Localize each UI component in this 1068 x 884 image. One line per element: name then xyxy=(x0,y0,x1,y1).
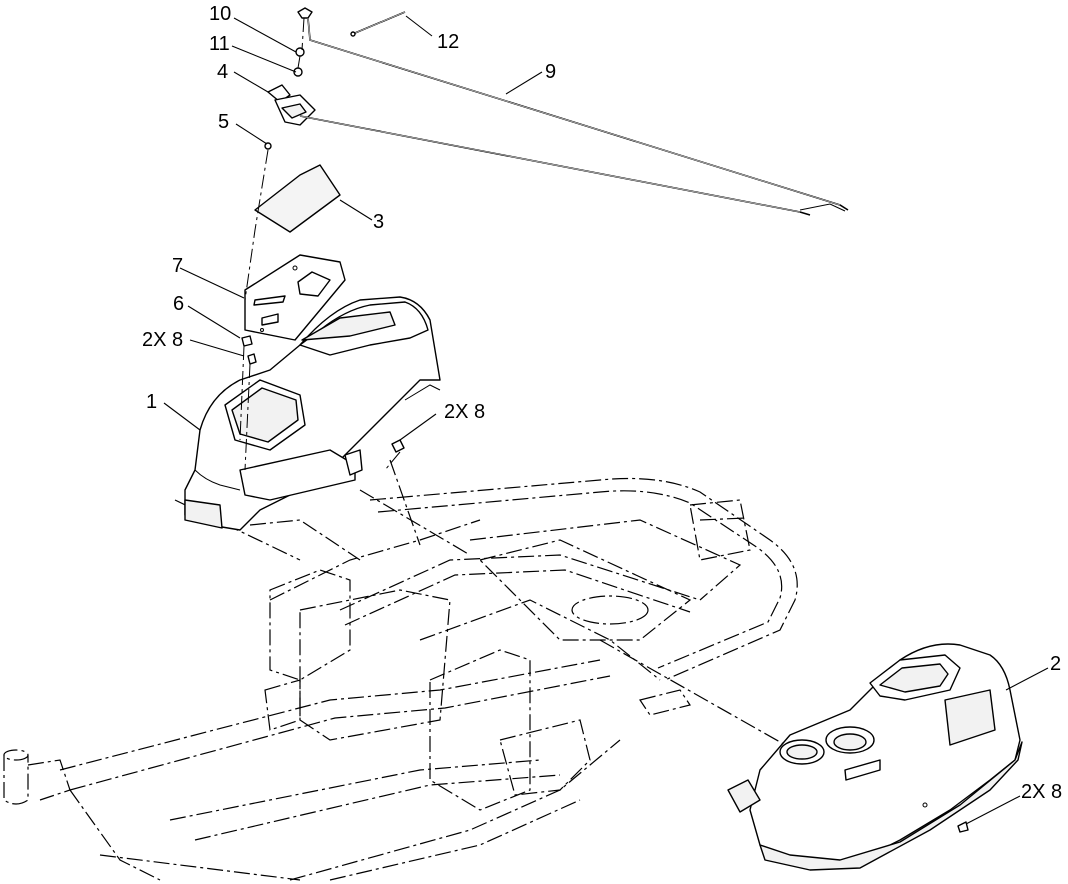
callout-2: 2 xyxy=(1050,653,1061,675)
callout-2x8-upper-left: 2X 8 xyxy=(142,329,183,351)
callout-9: 9 xyxy=(545,61,556,83)
callout-3: 3 xyxy=(373,211,384,233)
decal-part-3 xyxy=(254,164,341,233)
control-plate-part-7 xyxy=(244,254,346,341)
callout-5: 5 xyxy=(218,111,229,133)
callout-12: 12 xyxy=(437,31,459,53)
cables-part-9-12 xyxy=(299,11,849,216)
callout-10: 10 xyxy=(209,3,231,25)
callout-6: 6 xyxy=(173,293,184,315)
leader-lines xyxy=(163,15,1049,825)
callout-1: 1 xyxy=(146,391,157,413)
mower-frame xyxy=(3,459,901,881)
console-right-part-2 xyxy=(727,643,1023,871)
callout-7: 7 xyxy=(172,255,183,277)
callout-11: 11 xyxy=(209,33,230,55)
callout-2x8-right: 2X 8 xyxy=(1021,781,1062,803)
console-left-part-1 xyxy=(184,296,441,531)
callout-4: 4 xyxy=(217,61,228,83)
callout-labels: 10 11 4 5 3 7 6 2X 8 1 2X 8 12 9 2 2X 8 xyxy=(142,3,1062,803)
callout-2x8-console: 2X 8 xyxy=(444,401,485,423)
